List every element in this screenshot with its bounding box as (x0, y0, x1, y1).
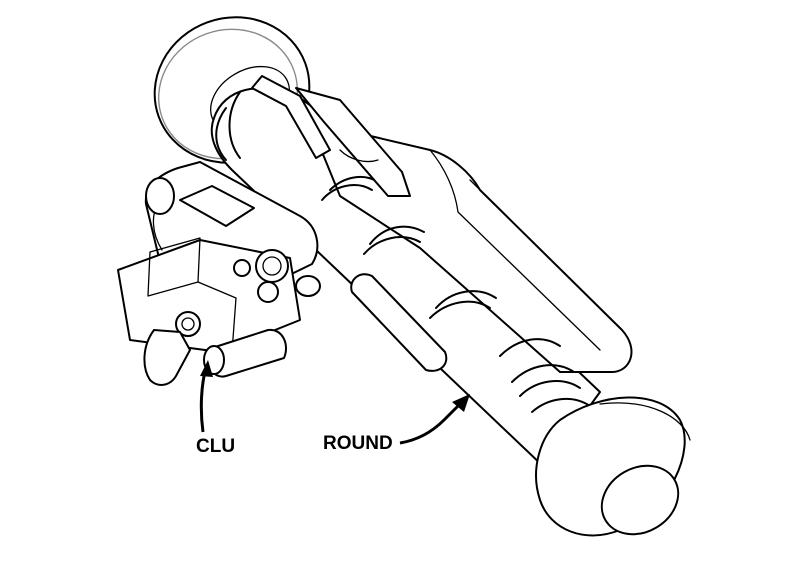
clu-grip-handle (143, 329, 191, 386)
front-end-cap (535, 396, 691, 537)
round-leader-line (399, 400, 464, 445)
round-launch-tube (153, 16, 691, 537)
tube-skirt (350, 273, 448, 372)
clu-arrowhead (200, 360, 213, 377)
clu-eyepiece-window (179, 185, 255, 227)
clu-leader-line (199, 367, 208, 433)
clu-unit (117, 161, 321, 386)
clu-control-knobs (175, 249, 321, 337)
round-label: ROUND (323, 433, 393, 454)
carry-strap (251, 75, 411, 197)
clu-label-group: CLU (196, 360, 235, 457)
round-label-group: ROUND (323, 394, 470, 454)
round-arrowhead (452, 394, 470, 412)
clu-label: CLU (196, 436, 235, 457)
